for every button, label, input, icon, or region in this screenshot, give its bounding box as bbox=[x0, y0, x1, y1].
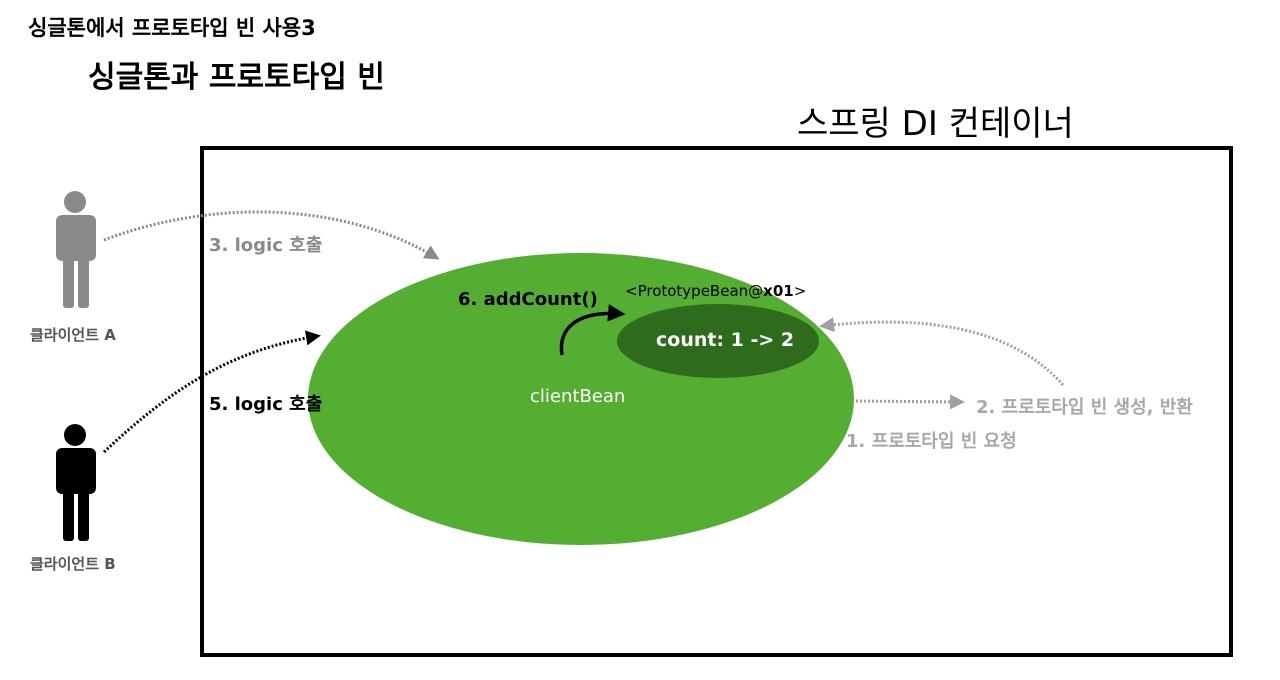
slide-title: 싱글톤과 프로토타입 빈 bbox=[88, 60, 385, 95]
step6-label: 6. addCount() bbox=[458, 289, 598, 310]
arrow-step2 bbox=[819, 317, 1065, 386]
client-a-label: 클라이언트 A bbox=[30, 326, 116, 344]
arrow-step3 bbox=[103, 210, 440, 260]
client-b-label: 클라이언트 B bbox=[30, 555, 116, 573]
page-title: 싱글톤에서 프로토타입 빈 사용3 bbox=[28, 16, 316, 40]
client-a-person-icon bbox=[56, 191, 96, 308]
prototype-bean-id-prefix: <PrototypeBean@ bbox=[625, 282, 764, 300]
step1-label: 1. 프로토타입 빈 요청 bbox=[846, 431, 1017, 452]
client-b-person-icon bbox=[56, 424, 96, 541]
step3-label: 3. logic 호출 bbox=[209, 235, 323, 256]
spring-container-box bbox=[200, 146, 1233, 657]
arrow-step5 bbox=[102, 330, 321, 454]
prototype-bean-id: <PrototypeBean@x01> bbox=[625, 282, 806, 300]
prototype-bean-count: count: 1 -> 2 bbox=[656, 329, 795, 351]
client-bean-label: clientBean bbox=[530, 386, 626, 407]
step5-label: 5. logic 호출 bbox=[209, 394, 323, 415]
prototype-bean-ellipse bbox=[617, 304, 819, 378]
prototype-bean-id-suffix: > bbox=[793, 282, 807, 300]
step2-label: 2. 프로토타입 빈 생성, 반환 bbox=[976, 397, 1193, 418]
prototype-bean-id-address: x01 bbox=[763, 282, 794, 300]
container-label: 스프링 DI 컨테이너 bbox=[797, 104, 1074, 144]
arrow-step6 bbox=[559, 304, 626, 356]
arrow-step1 bbox=[855, 394, 965, 410]
